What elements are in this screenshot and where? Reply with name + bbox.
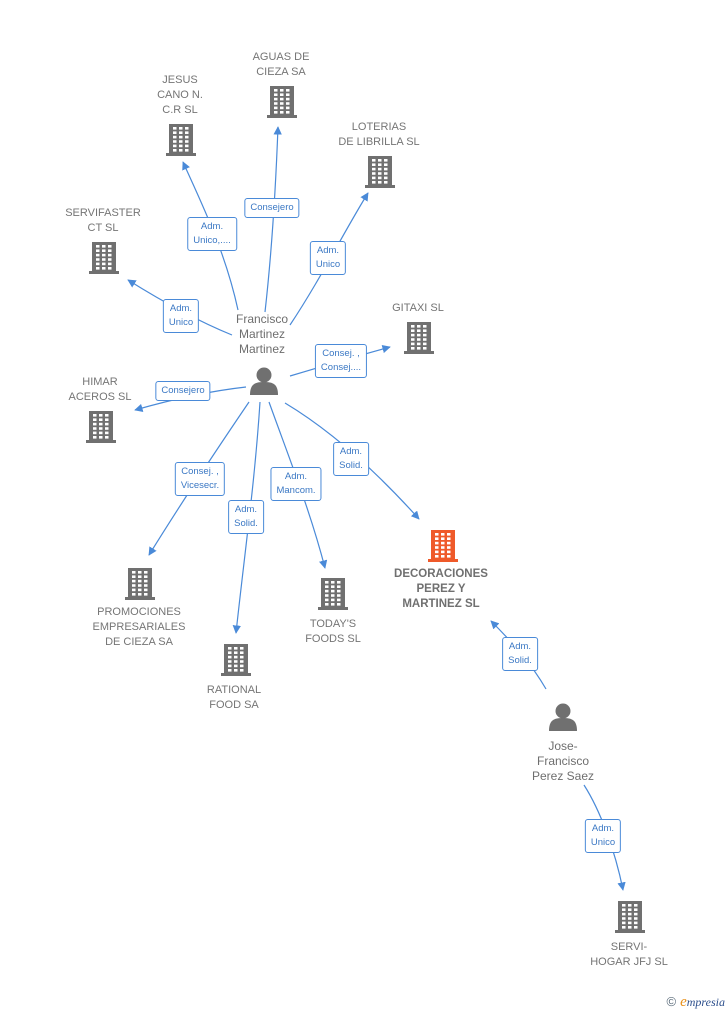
copyright-symbol: © — [666, 994, 677, 1009]
edge-label-promociones[interactable]: Consej. , Vicesecr. — [174, 462, 226, 496]
node-label-decoraciones[interactable]: DECORACIONES PEREZ Y MARTINEZ SL — [394, 568, 488, 610]
edge-label-servifaster[interactable]: Adm. Unico — [162, 299, 200, 333]
building-icon-decoraciones[interactable] — [428, 530, 458, 562]
brand-name: mpresia — [686, 995, 725, 1009]
node-label-loterias[interactable]: LOTERIAS DE LIBRILLA SL — [338, 121, 420, 148]
building-icon-gitaxi[interactable] — [404, 322, 434, 354]
edge-label-rational[interactable]: Adm. Solid. — [228, 500, 264, 534]
node-label-himar[interactable]: HIMAR ACEROS SL — [68, 376, 132, 403]
building-icon-rational[interactable] — [221, 644, 251, 676]
building-icon-servifaster[interactable] — [89, 242, 119, 274]
building-icon-himar[interactable] — [86, 411, 116, 443]
edge-label-decoraciones-francisco[interactable]: Adm. Solid. — [333, 442, 369, 476]
node-label-jose[interactable]: Jose- Francisco Perez Saez — [531, 739, 595, 783]
node-label-gitaxi[interactable]: GITAXI SL — [392, 302, 444, 314]
edge-aguas — [264, 126, 282, 313]
person-icon-francisco[interactable] — [250, 367, 278, 396]
edge-label-gitaxi[interactable]: Consej. , Consej.... — [314, 344, 368, 378]
node-label-servifaster[interactable]: SERVIFASTER CT SL — [65, 207, 141, 234]
edge-label-decoraciones-jose[interactable]: Adm. Solid. — [502, 637, 538, 671]
node-label-servihogar[interactable]: SERVI- HOGAR JFJ SL — [590, 941, 668, 968]
node-label-promociones[interactable]: PROMOCIONES EMPRESARIALES DE CIEZA SA — [92, 606, 186, 648]
person-icon-jose[interactable] — [549, 703, 577, 732]
edge-label-servihogar[interactable]: Adm. Unico — [584, 819, 622, 853]
edge-label-himar[interactable]: Consejero — [155, 381, 211, 401]
building-icon-promociones[interactable] — [125, 568, 155, 600]
brand-initial: e — [680, 994, 687, 1010]
node-label-todays[interactable]: TODAY'S FOODS SL — [305, 618, 361, 645]
edge-label-todays[interactable]: Adm. Mancom. — [270, 467, 322, 501]
building-icon-aguas[interactable] — [267, 86, 297, 118]
edge-label-aguas[interactable]: Consejero — [244, 198, 300, 218]
node-label-jesus[interactable]: JESUS CANO N. C.R SL — [157, 74, 203, 116]
building-icon-loterias[interactable] — [365, 156, 395, 188]
node-label-francisco[interactable]: Francisco Martinez Martinez — [235, 312, 289, 356]
edge-label-jesus[interactable]: Adm. Unico,.... — [187, 217, 237, 251]
building-icon-todays[interactable] — [318, 578, 348, 610]
node-label-rational[interactable]: RATIONAL FOOD SA — [206, 684, 262, 711]
icons-layer — [86, 86, 645, 933]
node-label-aguas[interactable]: AGUAS DE CIEZA SA — [252, 51, 310, 78]
edge-label-loterias[interactable]: Adm. Unico — [309, 241, 347, 275]
empresia-logo[interactable]: ©empresia — [667, 994, 726, 1011]
building-icon-jesus[interactable] — [166, 124, 196, 156]
building-icon-servihogar[interactable] — [615, 901, 645, 933]
